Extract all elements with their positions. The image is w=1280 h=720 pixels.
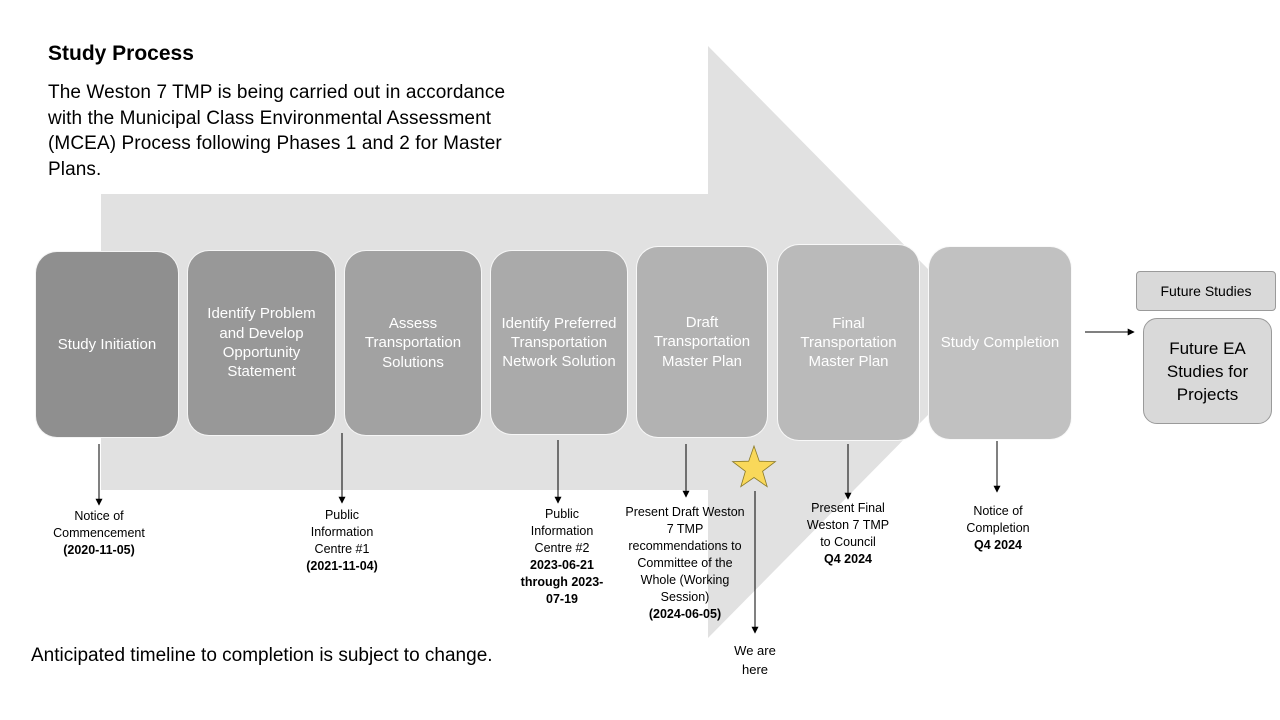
milestone-date: 2023-06-21 through 2023-07-19 xyxy=(520,558,604,606)
step-final-tmp: Final Transportation Master Plan xyxy=(777,244,920,441)
step-label: Identify Problem and Develop Opportunity… xyxy=(207,305,316,381)
step-label: Final Transportation Master Plan xyxy=(800,314,897,371)
step-study-initiation: Study Initiation xyxy=(35,251,179,438)
diagram-title: Study Process xyxy=(48,42,194,65)
step-label: Draft Transportation Master Plan xyxy=(653,314,751,370)
step-label: Identify Preferred Transportation Networ… xyxy=(501,314,617,371)
step-study-completion: Study Completion xyxy=(928,246,1072,440)
milestone-text: Present Final Weston 7 TMP to Council xyxy=(806,501,890,549)
step-identify-problem: Identify Problem and Develop Opportunity… xyxy=(187,250,336,436)
milestone-date: Q4 2024 xyxy=(974,538,1022,552)
milestone-text: Notice of Commencement xyxy=(53,509,145,540)
timeline-disclaimer: Anticipated timeline to completion is su… xyxy=(31,645,493,666)
milestone-date: (2021-11-04) xyxy=(306,559,378,573)
step-label: Study Completion xyxy=(940,334,1060,352)
milestone-text: Present Draft Weston 7 TMP recommendatio… xyxy=(625,505,745,604)
step-label: Study Initiation xyxy=(57,335,157,353)
milestone-draft-tmp-committee: Present Draft Weston 7 TMP recommendatio… xyxy=(624,504,746,623)
we-are-here-label: We are here xyxy=(734,643,776,677)
milestone-pic-2: Public Information Centre #2 2023-06-21 … xyxy=(520,506,604,608)
milestone-date: (2020-11-05) xyxy=(63,543,135,557)
step-assess-solutions: Assess Transportation Solutions xyxy=(344,250,482,436)
future-ea-studies-box: Future EA Studies for Projects xyxy=(1143,318,1272,424)
milestone-notice-of-commencement: Notice of Commencement (2020-11-05) xyxy=(46,508,152,559)
step-draft-tmp: Draft Transportation Master Plan xyxy=(636,246,768,438)
intro-paragraph: The Weston 7 TMP is being carried out in… xyxy=(48,82,506,180)
future-box-text: Future EA Studies for Projects xyxy=(1166,338,1249,404)
milestone-text: Public Information Centre #1 xyxy=(310,508,374,556)
step-identify-preferred: Identify Preferred Transportation Networ… xyxy=(490,250,628,435)
milestone-pic-1: Public Information Centre #1 (2021-11-04… xyxy=(300,507,384,575)
milestone-date: (2024-06-05) xyxy=(648,607,722,621)
milestone-final-tmp-council: Present Final Weston 7 TMP to Council Q4… xyxy=(806,500,890,568)
milestone-text: Notice of Completion xyxy=(966,504,1030,535)
star-icon xyxy=(731,444,777,488)
future-studies-label: Future Studies xyxy=(1136,271,1276,311)
step-label: Assess Transportation Solutions xyxy=(364,315,462,371)
milestone-text: Public Information Centre #2 xyxy=(530,507,594,555)
milestone-date: Q4 2024 xyxy=(824,552,872,566)
milestone-notice-of-completion: Notice of Completion Q4 2024 xyxy=(956,503,1040,554)
